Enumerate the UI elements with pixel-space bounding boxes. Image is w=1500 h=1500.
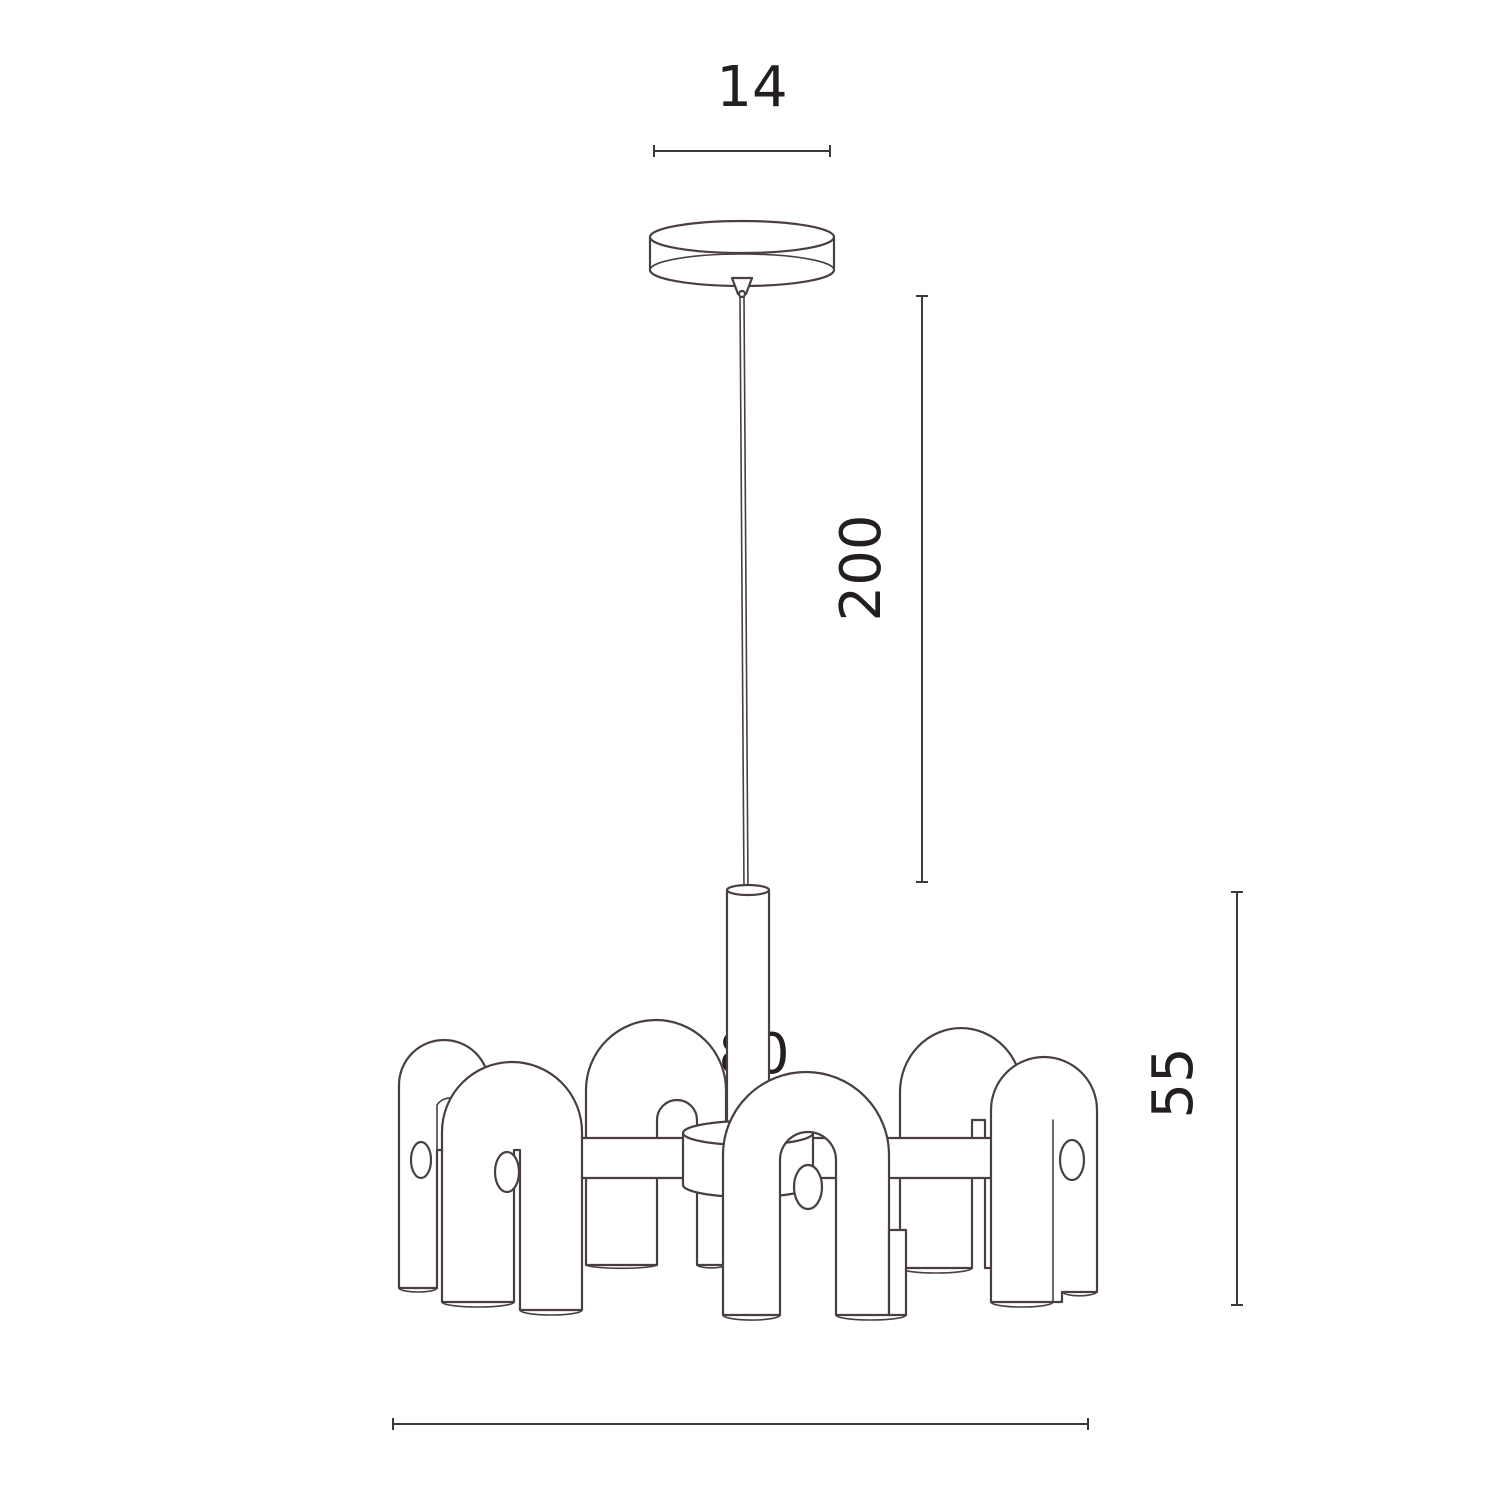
arch-shade-front-center [721,1070,908,1321]
bulb-socket [1058,1138,1086,1182]
canopy-width-label: 14 [716,55,787,120]
bulb-socket [493,1150,521,1194]
ceiling-canopy [648,219,836,299]
fixture-height-label: 55 [1141,1047,1206,1118]
arch-shade-front-right [989,1055,1099,1308]
dimension-fixture-height: 55 [1141,891,1243,1306]
bulb-socket [409,1140,433,1180]
cable-length-label: 200 [829,515,894,622]
dimension-cable-length: 200 [829,295,928,883]
bulb-socket [792,1163,824,1211]
arch-shade-front-left [409,1060,584,1316]
suspension-cable [739,296,749,891]
dimension-canopy-width: 14 [653,55,831,157]
